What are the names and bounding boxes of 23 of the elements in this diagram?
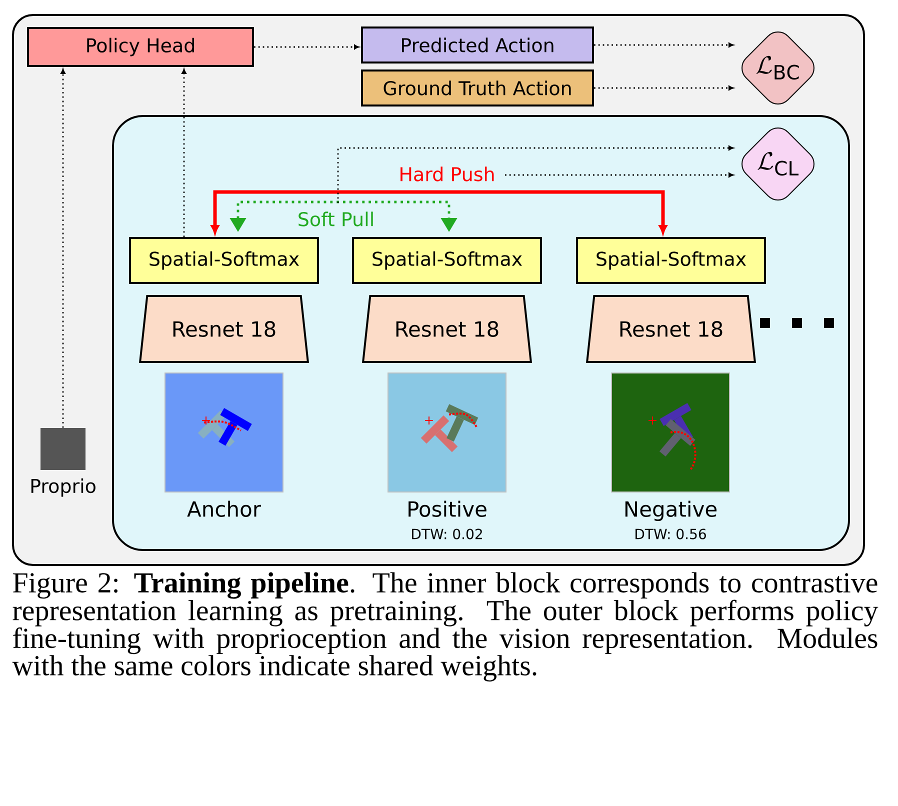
module-box: Spatial-Softmax [352, 237, 542, 284]
arrow [182, 68, 186, 237]
arrow [337, 146, 734, 203]
module-box: Ground Truth Action [361, 70, 594, 106]
arrow [505, 172, 734, 178]
node-label: Proprio [31, 478, 96, 497]
caption: Figure 2: Training pipeline. The inner block corresponds to contrastive representation learning as pretraining. The outer block performs policy fine-tuning with proprioception and the vision representation. Modules with the same colors indicate shared weights. [12, 572, 878, 682]
node-label: Positive [408, 500, 486, 517]
node-label: Negative [625, 500, 717, 522]
module-box: Spatial-Softmax [576, 237, 766, 284]
dtw-score: DTW: 0.56 [636, 528, 706, 540]
edge-label: Hard Push [398, 166, 496, 182]
node-label: Anchor [187, 500, 262, 517]
arrow [60, 68, 66, 428]
arrow [211, 190, 667, 234]
edge-label: Soft Pull [296, 210, 376, 228]
dtw-score: DTW: 0.02 [412, 528, 482, 540]
arrow [594, 86, 734, 90]
module-box: Spatial-Softmax [129, 237, 319, 284]
module-box: Predicted Action [361, 26, 594, 64]
arrow [254, 44, 360, 50]
arrow [594, 42, 734, 48]
module-box: Policy Head [27, 27, 254, 67]
